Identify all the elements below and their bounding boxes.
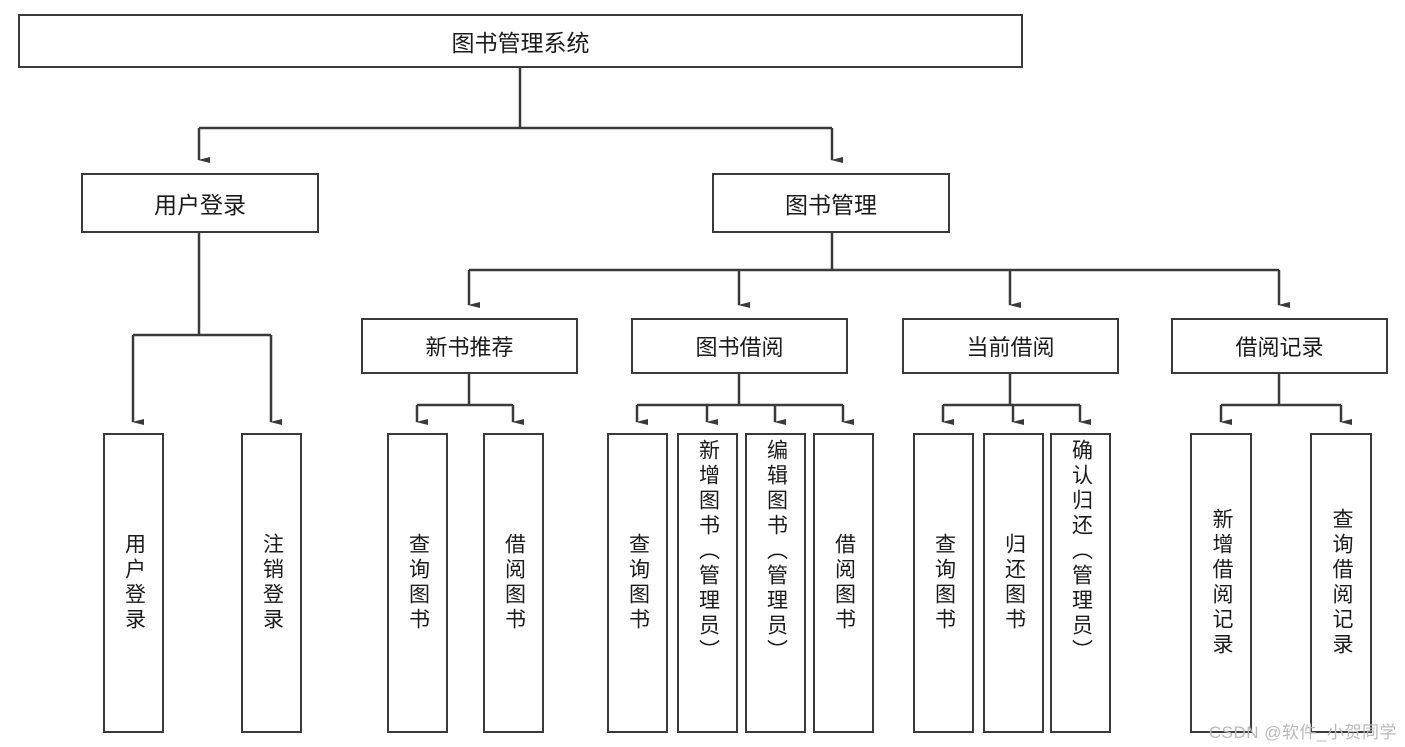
leaf-user-logout-label: 注销登录 (260, 533, 284, 633)
leaf-borrow-query-book-label: 查询图书 (626, 533, 650, 633)
leaf-recommend-query-book[interactable]: 查询图书 (387, 433, 448, 733)
node-book-manage-label: 图书管理 (785, 192, 877, 218)
leaf-recommend-query-book-label: 查询图书 (406, 533, 430, 633)
leaf-current-query-book[interactable]: 查询图书 (913, 433, 974, 733)
node-current-borrow[interactable]: 当前借阅 (902, 318, 1119, 374)
leaf-borrow-borrow-book-label: 借阅图书 (832, 533, 856, 633)
leaf-borrow-borrow-book[interactable]: 借阅图书 (813, 433, 874, 733)
leaf-record-add[interactable]: 新增借阅记录 (1190, 433, 1252, 733)
leaf-borrow-add-book[interactable]: 新增图书（管理员） (677, 433, 738, 733)
node-new-book-recommend[interactable]: 新书推荐 (361, 318, 578, 374)
leaf-user-login-label: 用户登录 (122, 533, 146, 633)
leaf-borrow-add-book-label: 新增图书（管理员） (696, 439, 720, 664)
leaf-current-return-book-label: 归还图书 (1002, 533, 1026, 633)
leaf-current-query-book-label: 查询图书 (932, 533, 956, 633)
leaf-recommend-borrow-book-label: 借阅图书 (502, 533, 526, 633)
leaf-recommend-borrow-book[interactable]: 借阅图书 (483, 433, 544, 733)
watermark: CSDN @软件_小贺同学 (1208, 723, 1397, 742)
leaf-record-search[interactable]: 查询借阅记录 (1310, 433, 1372, 733)
leaf-user-logout[interactable]: 注销登录 (241, 433, 302, 733)
node-new-book-recommend-label: 新书推荐 (425, 335, 514, 360)
node-current-borrow-label: 当前借阅 (966, 335, 1055, 360)
node-book-borrow[interactable]: 图书借阅 (631, 318, 848, 374)
leaf-current-confirm-return-label: 确认归还（管理员） (1069, 439, 1093, 664)
node-user-login[interactable]: 用户登录 (81, 173, 319, 233)
node-borrow-record-label: 借阅记录 (1235, 335, 1324, 360)
leaf-record-search-label: 查询借阅记录 (1330, 508, 1354, 658)
node-root[interactable]: 图书管理系统 (18, 14, 1023, 68)
leaf-current-confirm-return[interactable]: 确认归还（管理员） (1050, 433, 1111, 733)
leaf-user-login[interactable]: 用户登录 (103, 433, 164, 733)
node-root-label: 图书管理系统 (451, 30, 590, 56)
leaf-borrow-edit-book-label: 编辑图书（管理员） (764, 439, 788, 664)
node-book-manage[interactable]: 图书管理 (712, 173, 950, 233)
leaf-borrow-query-book[interactable]: 查询图书 (607, 433, 668, 733)
leaf-borrow-edit-book[interactable]: 编辑图书（管理员） (745, 433, 806, 733)
node-user-login-label: 用户登录 (154, 192, 246, 218)
node-borrow-record[interactable]: 借阅记录 (1171, 318, 1388, 374)
leaf-record-add-label: 新增借阅记录 (1210, 508, 1234, 658)
leaf-current-return-book[interactable]: 归还图书 (983, 433, 1044, 733)
node-book-borrow-label: 图书借阅 (695, 335, 784, 360)
